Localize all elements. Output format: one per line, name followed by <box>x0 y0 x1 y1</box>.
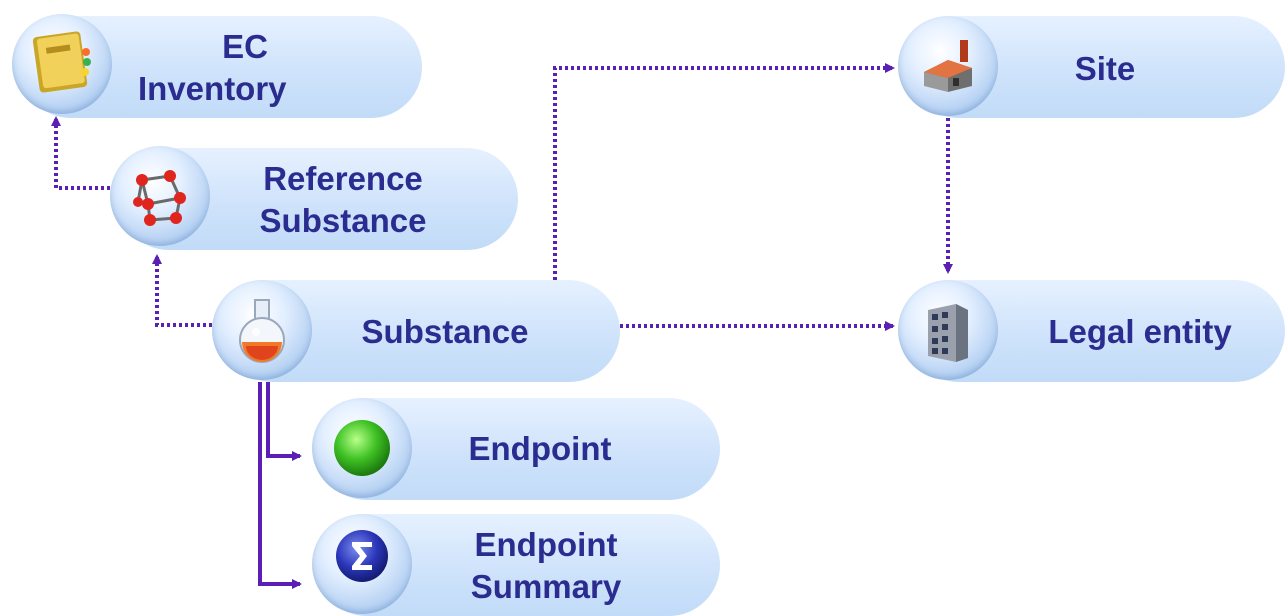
ec-inventory-line2: Inventory <box>138 70 287 107</box>
ec-inventory-icon-circle <box>12 14 112 114</box>
substance-icon-circle <box>212 280 312 380</box>
ec-inventory-label: EC Inventory <box>120 26 370 110</box>
connector-reference-to-ec-inventory <box>51 116 110 190</box>
book-icon <box>32 31 91 93</box>
substance-label: Substance <box>361 313 529 350</box>
reference-substance-line2: Substance <box>259 202 427 239</box>
molecule-icon <box>133 170 186 226</box>
legal-entity-icon-circle <box>898 280 998 380</box>
flask-icon <box>239 299 285 363</box>
site-label: Site <box>1074 50 1136 87</box>
ec-inventory-line1: EC <box>222 28 268 65</box>
site-icon-circle <box>898 16 998 116</box>
connector-substance-to-reference <box>152 254 212 327</box>
endpoint-summary-line1: Endpoint <box>474 526 618 563</box>
reference-substance-label: Reference Substance <box>228 158 458 242</box>
endpoint-icon-circle <box>312 398 412 498</box>
endpoint-label: Endpoint <box>468 430 612 467</box>
building-icon <box>928 304 968 362</box>
connector-substance-to-endpoint-summary <box>258 382 302 589</box>
reference-substance-line1: Reference <box>263 160 423 197</box>
endpoint-summary-line2: Summary <box>470 568 622 605</box>
endpoint-summary-label: Endpoint Summary <box>436 524 656 608</box>
endpoint-summary-icon-circle <box>312 514 412 614</box>
legal-entity-label: Legal entity <box>1048 313 1232 350</box>
sigma-icon <box>336 530 388 582</box>
connector-substance-to-site <box>553 63 895 280</box>
green-ball-icon <box>334 420 390 476</box>
reference-substance-icon-circle <box>110 146 210 246</box>
connector-substance-to-endpoint <box>266 382 302 461</box>
factory-icon <box>924 40 972 92</box>
